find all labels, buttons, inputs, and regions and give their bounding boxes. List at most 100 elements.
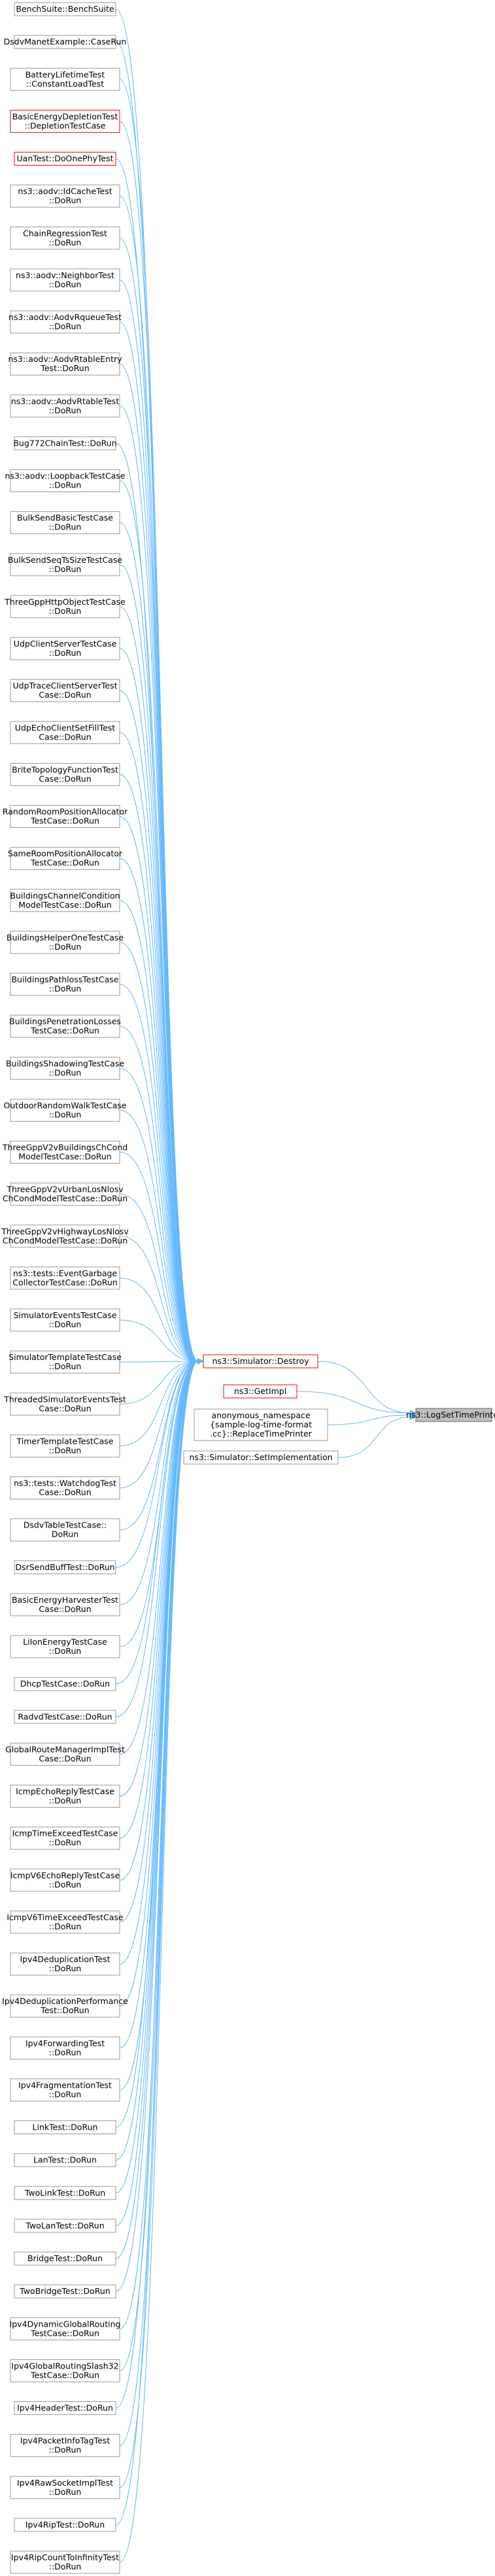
node-britetopologyfunctiontestcase-dorun-19-box bbox=[10, 762, 120, 786]
node-timertemplatetestcase-dorun-35[interactable]: TimerTemplateTestCase::DoRun bbox=[10, 1434, 120, 1458]
edge-caller-14-to-destroy bbox=[119, 564, 199, 1362]
node-ipv4deduplicationtest-dorun-48[interactable]: Ipv4DeduplicationTest::DoRun bbox=[10, 1952, 120, 1976]
node-twolinktest-dorun-54[interactable]: TwoLinkTest::DoRun bbox=[14, 2186, 116, 2200]
node-icmptimeexceedtestcase-dorun-45[interactable]: IcmpTimeExceedTestCase::DoRun bbox=[10, 1827, 120, 1850]
node-buildingspathlosstestcase-dorun-24[interactable]: BuildingsPathlossTestCase::DoRun bbox=[10, 973, 120, 996]
node-ns3-tests-watchdogtestcase-dorun-36-label-line: ns3::tests::WatchdogTest bbox=[14, 1478, 116, 1488]
node-threegppv2vbuildingschcondmodeltestcase-dorun-28-label-line: ThreeGppV2vBuildingsChCond bbox=[2, 1143, 128, 1153]
node-dsrsendbufftest-dorun-38[interactable]: DsrSendBuffTest::DoRun bbox=[14, 1560, 116, 1575]
node-icmpv6timeexceedtestcase-dorun-47[interactable]: IcmpV6TimeExceedTestCase::DoRun bbox=[7, 1910, 124, 1934]
edge-caller-41-to-destroy bbox=[115, 1361, 199, 1685]
node-ipv4packetinfotagtest-dorun-61-label-line: ::DoRun bbox=[49, 2445, 82, 2455]
node-buildingsshadowingtestcase-dorun-26[interactable]: BuildingsShadowingTestCase::DoRun bbox=[6, 1056, 124, 1080]
node-ipv4fragmentationtest-dorun-51-label-line: ::DoRun bbox=[49, 2089, 82, 2099]
node-ns3-simulator-setimplementation[interactable]: ns3::Simulator::SetImplementation bbox=[183, 1450, 339, 1465]
node-threegppv2vhighwaylosnlosvchcondmodeltestcase-dorun-30[interactable]: ThreeGppV2vHighwayLosNlosvChCondModelTes… bbox=[1, 1225, 129, 1248]
edge-caller-64-to-destroy-arrowhead bbox=[197, 1358, 205, 1365]
node-ipv4ripcounttoinfinitytest-dorun-64[interactable]: Ipv4RipCountToInfinityTest::DoRun bbox=[10, 2550, 120, 2574]
node-ns3-logsettimeprinter[interactable]: ns3::LogSetTimePrinter bbox=[406, 1408, 495, 1422]
node-threegppv2vbuildingschcondmodeltestcase-dorun-28[interactable]: ThreeGppV2vBuildingsChCondModelTestCase:… bbox=[2, 1141, 128, 1164]
node-basicenergyharvestertestcase-dorun-39-label-line: Case::DoRun bbox=[39, 1604, 91, 1614]
node-icmpechoreplytestcase-dorun-44[interactable]: IcmpEchoReplyTestCase::DoRun bbox=[10, 1785, 120, 1808]
node-batterylifetimetest-constantloadtest-2-label-line: BatteryLifetimeTest bbox=[26, 69, 105, 79]
node-ns3-tests-eventgarbagecollectortestcase-dorun-31[interactable]: ns3::tests::EventGarbageCollectorTestCas… bbox=[10, 1266, 120, 1290]
node-uantest-doonephytest-4[interactable]: UanTest::DoOnePhyTest bbox=[14, 152, 116, 166]
node-twobridgetest-dorun-57-box bbox=[14, 2284, 116, 2299]
node-bulksendseqtssizetestcase-dorun-14-label-line: ::DoRun bbox=[49, 564, 82, 574]
node-linktest-dorun-52[interactable]: LinkTest::DoRun bbox=[14, 2120, 116, 2134]
node-batterylifetimetest-constantloadtest-2[interactable]: BatteryLifetimeTest::ConstantLoadTest bbox=[10, 67, 120, 91]
edge-caller-44-to-destroy bbox=[119, 1361, 199, 1797]
edge-caller-45-to-destroy bbox=[119, 1361, 199, 1839]
edge-caller-22-to-destroy bbox=[119, 900, 199, 1362]
node-buildingschannelconditionmodeltestcase-dorun-22[interactable]: BuildingsChannelConditionModelTestCase::… bbox=[10, 889, 120, 912]
node-ns3-aodv-aodvrqueuetest-dorun-8[interactable]: ns3::aodv::AodvRqueueTest::DoRun bbox=[9, 310, 122, 334]
node-dsdvtabletestcase-dorun-37[interactable]: DsdvTableTestCase::DoRun bbox=[10, 1518, 120, 1542]
edge-caller-30-to-destroy bbox=[119, 1236, 199, 1362]
node-bulksendbasictestcase-dorun-13[interactable]: BulkSendBasicTestCase::DoRun bbox=[10, 511, 120, 535]
node-bulksendseqtssizetestcase-dorun-14[interactable]: BulkSendSeqTsSizeTestCase::DoRun bbox=[8, 553, 123, 577]
node-ns3-aodv-loopbacktestcase-dorun-12[interactable]: ns3::aodv::LoopbackTestCase::DoRun bbox=[5, 469, 126, 492]
node-icmpv6echoreplytestcase-dorun-46[interactable]: IcmpV6EchoReplyTestCase::DoRun bbox=[10, 1869, 120, 1892]
node-benchsuite-benchsuite-0[interactable]: BenchSuite::BenchSuite bbox=[14, 2, 116, 16]
node-randomroompositionallocatortestcase-dorun-20[interactable]: RandomRoomPositionAllocatorTestCase::DoR… bbox=[3, 805, 128, 828]
node-chainregressiontest-dorun-6-label-line: ::DoRun bbox=[49, 238, 82, 247]
node-globalroutemanagerimpltestcase-dorun-43-box bbox=[10, 1742, 120, 1766]
node-buildingshelperonetestcase-dorun-23[interactable]: BuildingsHelperOneTestCase::DoRun bbox=[7, 931, 124, 954]
node-simulatoreventstestcase-dorun-32[interactable]: SimulatorEventsTestCase::DoRun bbox=[10, 1308, 120, 1332]
node-ns3-simulator-destroy[interactable]: ns3::Simulator::Destroy bbox=[203, 1354, 318, 1368]
node-bug772chaintest-dorun-11[interactable]: Bug772ChainTest::DoRun bbox=[13, 436, 117, 450]
node-twobridgetest-dorun-57[interactable]: TwoBridgeTest::DoRun bbox=[14, 2284, 116, 2299]
node-ipv4rawsocketimpltest-dorun-62-box bbox=[10, 2476, 120, 2499]
node-buildingspenetrationlossestestcase-dorun-25-box bbox=[10, 1014, 120, 1038]
node-bridgetest-dorun-56[interactable]: BridgeTest::DoRun bbox=[14, 2251, 116, 2266]
node-ns3-aodv-neighbortest-dorun-7[interactable]: ns3::aodv::NeighborTest::DoRun bbox=[10, 268, 120, 292]
edge-caller-24-to-destroy bbox=[119, 984, 199, 1362]
node-buildingspenetrationlossestestcase-dorun-25[interactable]: BuildingsPenetrationLossesTestCase::DoRu… bbox=[9, 1014, 121, 1038]
node-twolantest-dorun-55[interactable]: TwoLanTest::DoRun bbox=[14, 2219, 116, 2233]
node-threadedsimulatoreventstestcase-dorun-34-label-line: Case::DoRun bbox=[39, 1403, 91, 1413]
node-radvdtestcase-dorun-42[interactable]: RadvdTestCase::DoRun bbox=[14, 1709, 116, 1724]
node-ns3-aodv-aodvrqueuetest-dorun-8-label-line: ::DoRun bbox=[49, 321, 82, 331]
edge-destroy-to-target bbox=[317, 1361, 411, 1414]
node-simulatortemplatetestcase-dorun-33[interactable]: SimulatorTemplateTestCase::DoRun bbox=[9, 1350, 122, 1374]
node-ipv4headertest-dorun-60[interactable]: Ipv4HeaderTest::DoRun bbox=[14, 2401, 116, 2415]
node-lantest-dorun-53[interactable]: LanTest::DoRun bbox=[14, 2153, 116, 2168]
node-dsdvmanetexample-caserun-1[interactable]: DsdvManetExample::CaseRun bbox=[4, 35, 127, 49]
edge-direct-2-to-target-arrowhead bbox=[409, 1414, 417, 1420]
node-ns3-aodv-aodvrtabletest-dorun-10[interactable]: ns3::aodv::AodvRtableTest::DoRun bbox=[10, 394, 120, 418]
node-basicenergydepletiontest-depletiontestcase-3[interactable]: BasicEnergyDepletionTest::DepletionTestC… bbox=[10, 109, 120, 133]
node-ns3-getimpl[interactable]: ns3::GetImpl bbox=[223, 1384, 298, 1399]
node-ns3-aodv-neighbortest-dorun-7-label-line: ::DoRun bbox=[49, 279, 82, 289]
node-ns3-aodv-idcachetest-dorun-5[interactable]: ns3::aodv::IdCacheTest::DoRun bbox=[10, 185, 120, 208]
node-ipv4fragmentationtest-dorun-51[interactable]: Ipv4FragmentationTest::DoRun bbox=[10, 2078, 120, 2102]
node-chainregressiontest-dorun-6[interactable]: ChainRegressionTest::DoRun bbox=[10, 226, 120, 250]
node-ipv4riptest-dorun-63[interactable]: Ipv4RipTest::DoRun bbox=[14, 2518, 116, 2532]
node-outdoorrandomwalktestcase-dorun-27[interactable]: OutdoorRandomWalkTestCase::DoRun bbox=[4, 1098, 127, 1122]
node-ipv4packetinfotagtest-dorun-61[interactable]: Ipv4PacketInfoTagTest::DoRun bbox=[10, 2434, 120, 2458]
node-anonymous-namespace-sample-log-time-format-cc-replacetimeprinter[interactable]: anonymous_namespace{sample-log-time-form… bbox=[194, 1408, 328, 1441]
node-threegpphttpobjecttestcase-dorun-15[interactable]: ThreeGppHttpObjectTestCase::DoRun bbox=[4, 595, 126, 618]
node-ns3-simulator-destroy-box bbox=[203, 1354, 318, 1368]
node-liionenergytestcase-dorun-40[interactable]: LiIonEnergyTestCase::DoRun bbox=[10, 1635, 120, 1658]
node-threegppv2vurbanlosnlosvchcondmodeltestcase-dorun-29[interactable]: ThreeGppV2vUrbanLosNlosvChCondModelTestC… bbox=[3, 1183, 128, 1206]
edge-caller-10-to-destroy bbox=[119, 405, 199, 1362]
node-ns3-aodv-aodvrtableentrytest-dorun-9-label-line: ns3::aodv::AodvRtableEntry bbox=[8, 354, 122, 364]
node-udpclientservertestcase-dorun-16[interactable]: UdpClientServerTestCase::DoRun bbox=[10, 637, 120, 660]
node-ipv4forwardingtest-dorun-50[interactable]: Ipv4ForwardingTest::DoRun bbox=[10, 2036, 120, 2060]
node-ipv4rawsocketimpltest-dorun-62[interactable]: Ipv4RawSocketImplTest::DoRun bbox=[10, 2476, 120, 2499]
node-dhcptestcase-dorun-41[interactable]: DhcpTestCase::DoRun bbox=[14, 1677, 116, 1691]
node-ns3-logsettimeprinter-box bbox=[415, 1408, 492, 1422]
